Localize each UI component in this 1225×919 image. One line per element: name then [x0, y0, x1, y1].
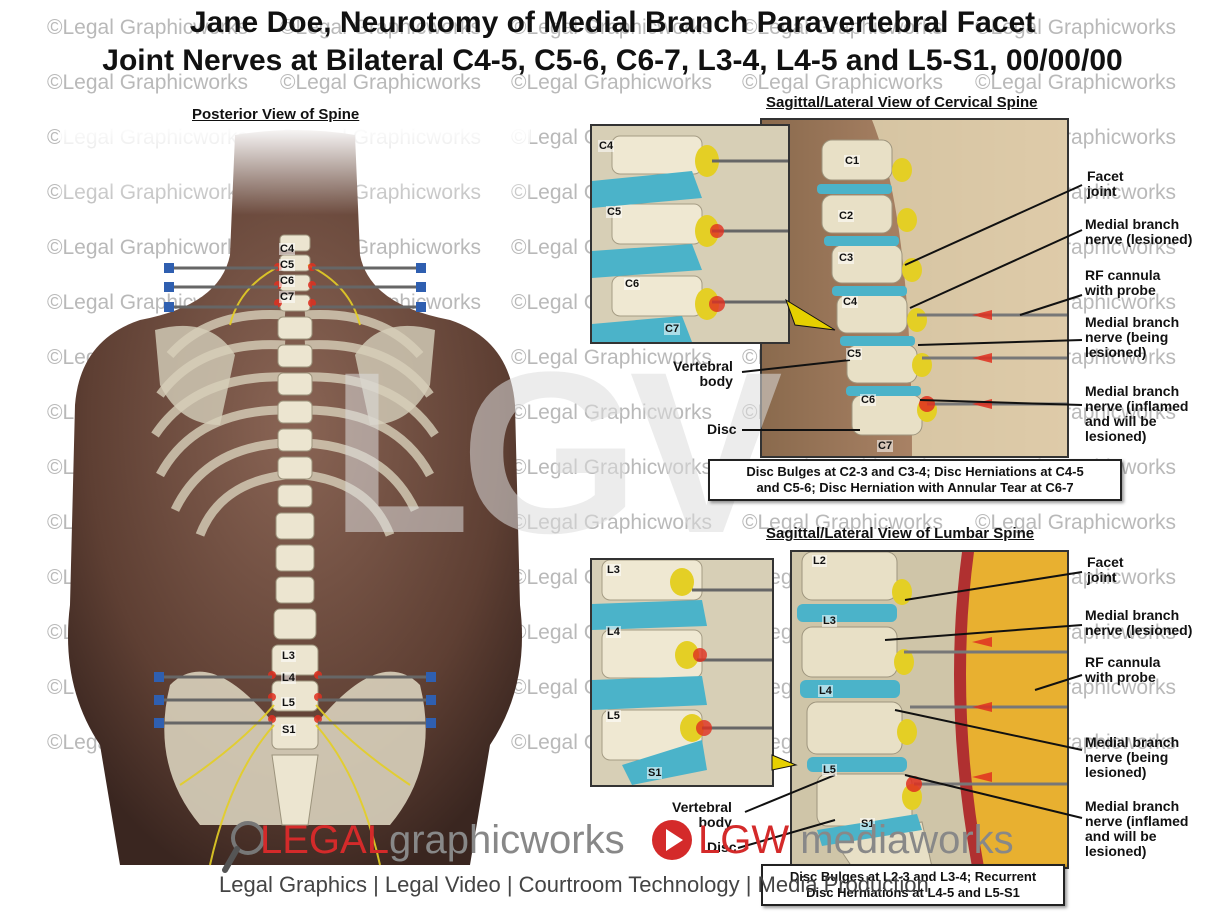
lumbar-label-rf: RF cannula with probe [1085, 654, 1161, 685]
watermark-text: ©Legal Graphicworks [511, 401, 713, 424]
cervical-main-c1: C1 [844, 155, 861, 167]
lumbar-caption-line-2: Disc Herniations at L4-5 and L5-S1 [806, 885, 1020, 900]
lumbar-heading: Sagittal/Lateral View of Lumbar Spine [766, 525, 1035, 542]
brand-lgw-mediaworks: LGW mediaworks [698, 818, 1014, 862]
posterior-label-c4: C4 [279, 243, 296, 255]
cervical-main-c2: C2 [838, 210, 855, 222]
lumbar-caption: Disc Bulges at L2-3 and L3-4; Recurrent … [761, 864, 1065, 906]
lumbar-label-disc: Disc [707, 839, 737, 855]
posterior-label-c6: C6 [279, 275, 296, 287]
posterior-label-l3: L3 [281, 650, 296, 662]
cervical-heading: Sagittal/Lateral View of Cervical Spine [766, 94, 1038, 111]
lumbar-main-l2: L2 [812, 555, 827, 567]
cervical-main-c3: C3 [838, 252, 855, 264]
cervical-main-c5: C5 [846, 348, 863, 360]
watermark-text: ©Legal Graphicworks [975, 71, 1177, 94]
brand-legal-graphicworks: LEGALgraphicworks [260, 818, 625, 862]
watermark-text: ©Legal Graphicworks [742, 511, 944, 534]
cervical-label-vertebral-body: Vertebral body [673, 358, 733, 389]
cervical-sagittal [760, 118, 1069, 458]
lumbar-main-s1: S1 [860, 818, 876, 830]
cervical-inset-c4: C4 [598, 140, 615, 152]
cervical-caption: Disc Bulges at C2-3 and C3-4; Disc Herni… [708, 459, 1122, 501]
watermark-text: ©Legal Graphicworks [47, 236, 249, 259]
page-title-line-2: Joint Nerves at Bilateral C4-5, C5-6, C6… [102, 44, 1123, 77]
watermark-text: ©Legal Graphicworks [511, 71, 713, 94]
watermark-text: ©Legal Graphicworks [975, 511, 1177, 534]
cervical-inset [590, 124, 790, 344]
cervical-main-c6: C6 [860, 394, 877, 406]
cervical-label-mb-lesioned: Medial branch nerve (lesioned) [1085, 216, 1193, 247]
watermark-text: ©Legal Graphicworks [280, 16, 482, 39]
brand-legal-word: LEGAL [260, 818, 389, 862]
watermark-text: ©Legal Graphicworks [280, 71, 482, 94]
lumbar-label-mb-inflamed: Medial branch nerve (inflamed and will b… [1085, 798, 1189, 859]
lumbar-label-mb-lesioned: Medial branch nerve (lesioned) [1085, 607, 1193, 638]
cervical-label-facet: Facet joint [1087, 168, 1124, 199]
brand-graphicworks-word: graphicworks [388, 818, 625, 862]
lumbar-main-l5: L5 [822, 764, 837, 776]
posterior-label-c7: C7 [279, 291, 296, 303]
cervical-caption-line-1: Disc Bulges at C2-3 and C3-4; Disc Herni… [746, 464, 1084, 479]
lumbar-label-vertebral-body: Vertebral body [672, 799, 732, 830]
posterior-label-s1: S1 [281, 724, 297, 736]
cervical-inset-c6: C6 [624, 278, 641, 290]
lumbar-inset-l3: L3 [606, 564, 621, 576]
watermark-text: ©Legal Graphicworks [742, 16, 944, 39]
posterior-label-c5: C5 [279, 259, 296, 271]
lgv-watermark-mark: LGV [330, 324, 783, 581]
page-title-line-1: Jane Doe, Neurotomy of Medial Branch Par… [189, 6, 1036, 39]
cervical-inset-c5: C5 [606, 206, 623, 218]
lumbar-main-l3: L3 [822, 615, 837, 627]
lumbar-inset-l5: L5 [606, 710, 621, 722]
lumbar-inset-s1: S1 [647, 767, 663, 779]
lumbar-inset [590, 558, 774, 787]
cervical-inset-c7: C7 [664, 323, 681, 335]
watermark-text: ©Legal Graphicworks [47, 16, 249, 39]
posterior-heading: Posterior View of Spine [192, 106, 360, 123]
lumbar-label-mb-being: Medial branch nerve (being lesioned) [1085, 734, 1180, 780]
watermark-text: ©Legal Graphicworks [742, 71, 944, 94]
watermark-text: ©Legal Graphicworks [975, 16, 1177, 39]
cervical-label-rf: RF cannula with probe [1085, 267, 1161, 298]
cervical-label-mb-being: Medial branch nerve (being lesioned) [1085, 314, 1180, 360]
posterior-label-l5: L5 [281, 697, 296, 709]
cervical-label-mb-inflamed: Medial branch nerve (inflamed and will b… [1085, 383, 1189, 444]
lumbar-inset-l4: L4 [606, 626, 621, 638]
lumbar-label-facet: Facet joint [1087, 554, 1124, 585]
cervical-main-c7: C7 [877, 440, 894, 452]
watermark-text: ©Legal Graphicworks [511, 346, 713, 369]
magnifier-icon [222, 821, 265, 873]
lumbar-caption-line-1: Disc Bulges at L2-3 and L3-4; Recurrent [789, 869, 1037, 884]
cervical-caption-line-2: and C5-6; Disc Herniation with Annular T… [756, 480, 1074, 495]
brand-tagline: Legal Graphics | Legal Video | Courtroom… [219, 872, 929, 897]
posterior-spine-illustration [60, 125, 530, 866]
watermark-text: ©Legal Graphicworks [511, 16, 713, 39]
lumbar-main-l4: L4 [818, 685, 833, 697]
watermark-text: ©Legal Graphicworks [511, 456, 713, 479]
cervical-main-c4: C4 [842, 296, 859, 308]
brand-lgw-word: LGW [698, 818, 790, 862]
posterior-label-l4: L4 [281, 672, 296, 684]
watermark-text: ©Legal Graphicworks [511, 511, 713, 534]
play-icon [652, 820, 692, 860]
watermark-text: ©Legal Graphicworks [47, 71, 249, 94]
cervical-label-disc: Disc [707, 421, 737, 437]
brand-mediaworks-word: mediaworks [800, 818, 1014, 862]
